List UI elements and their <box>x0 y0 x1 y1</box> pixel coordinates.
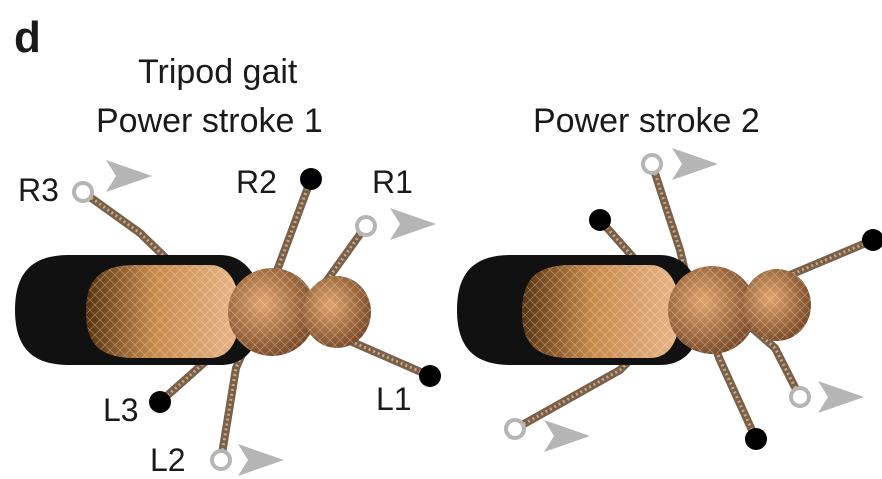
foot-l1-stance <box>419 365 441 387</box>
foot-r1-swing <box>357 217 375 235</box>
arrow-robot-2-front <box>818 381 864 413</box>
robot-2-foot-rear-swing <box>506 420 524 438</box>
foot-l2-swing <box>212 451 230 469</box>
arrow-robot-2-rear <box>544 420 590 452</box>
robot-2-foot-left-rear-stance <box>589 209 611 231</box>
arrow-l2 <box>238 444 284 476</box>
robot-2-foot-front-swing <box>791 388 809 406</box>
robot-1 <box>15 160 441 476</box>
robot-2-foot-middle-swing <box>643 155 661 173</box>
arrow-robot-2-middle <box>672 148 718 180</box>
foot-l3-stance <box>149 391 171 413</box>
foot-r2-stance <box>300 168 322 190</box>
robot-2-foot-middle-stance <box>745 428 767 450</box>
robot-2 <box>457 148 882 452</box>
arrow-r3 <box>106 160 152 192</box>
arrow-r1 <box>390 208 436 240</box>
foot-r3-swing <box>74 183 92 201</box>
